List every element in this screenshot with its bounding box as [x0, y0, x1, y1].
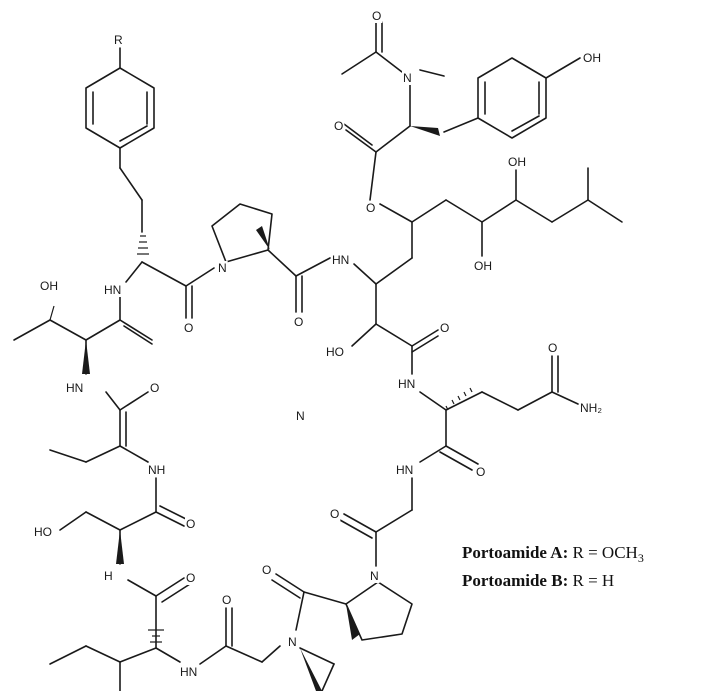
- atom-labels: R OH O N O O OH OH OH HN N O O HN HO O H…: [33, 9, 604, 679]
- ring-amide-nh-label: N: [296, 409, 305, 423]
- atom-label-background: [365, 201, 377, 215]
- glutamine-side-oxygen-label: O: [548, 341, 557, 355]
- r-label: R: [114, 33, 123, 47]
- atom-label-background: [325, 345, 345, 359]
- compound-caption: Portoamide A: R = OCH3 Portoamide B: R =…: [462, 543, 644, 590]
- threonine-amide-oxygen-label: O: [150, 381, 159, 395]
- atom-label-background: [287, 635, 298, 649]
- atom-label-background: [185, 517, 197, 531]
- atom-label-background: [579, 401, 604, 415]
- caption-a-name: Portoamide A:: [462, 543, 568, 562]
- bond-network: [13, 21, 623, 691]
- atom-label-background: [333, 119, 345, 133]
- atom-label-background: [369, 569, 380, 583]
- stereo-bonds: [49, 126, 473, 691]
- isoleucine-nh-label: HN: [180, 665, 197, 679]
- atom-label-background: [331, 253, 351, 267]
- glutamine-carbonyl-oxygen-label: O: [476, 465, 485, 479]
- glutamine-nh2-label: NH₂: [580, 401, 602, 415]
- atom-label-background: [183, 321, 195, 335]
- atom-label-background: [295, 409, 306, 423]
- serine-nh-label: H: [104, 569, 113, 583]
- atom-label-background: [103, 283, 123, 297]
- proline-1-carbonyl-oxygen-label: O: [184, 321, 193, 335]
- caption-line-a: Portoamide A: R = OCH3: [462, 543, 644, 565]
- ester-carbonyl-oxygen-label: O: [334, 119, 343, 133]
- atom-label-background: [147, 463, 167, 477]
- atom-label-background: [582, 51, 602, 65]
- side-chain-hydroxyl-1-label: OH: [508, 155, 526, 169]
- caption-a-subscript: 3: [638, 551, 644, 565]
- ring-hydroxyl-label: HO: [326, 345, 344, 359]
- atom-label-background: [402, 71, 413, 85]
- atom-label-background: [179, 665, 199, 679]
- atom-label-background: [103, 569, 114, 583]
- atom-label-background: [371, 9, 383, 23]
- atom-label-background: [475, 465, 487, 479]
- atom-label-background: [397, 377, 417, 391]
- atom-label-background: [185, 571, 197, 585]
- glycine-nh-label: HN: [396, 463, 413, 477]
- atom-label-background: [221, 593, 233, 607]
- glutamine-nh-label: HN: [398, 377, 415, 391]
- atom-label-background: [33, 525, 53, 539]
- atom-label-background: [217, 261, 228, 275]
- atom-label-background: [65, 381, 85, 395]
- glycine-carbonyl-oxygen-label: O: [330, 507, 339, 521]
- atom-label-background: [293, 315, 305, 329]
- caption-line-b: Portoamide B: R = H: [462, 571, 614, 590]
- atom-label-background: [329, 507, 341, 521]
- threonine-hydroxyl-label: OH: [40, 279, 58, 293]
- n-methyl-nitrogen-label: N: [403, 71, 412, 85]
- proline-1-nitrogen-label: N: [218, 261, 227, 275]
- amide-nh-1-label: HN: [104, 283, 121, 297]
- atom-label-background: [507, 155, 527, 169]
- proline-2-carbonyl-oxygen-label: O: [222, 593, 231, 607]
- isoleucine-carbonyl-oxygen-label: O: [186, 571, 195, 585]
- atom-label-background: [261, 563, 273, 577]
- serine-hydroxyl-label: HO: [34, 525, 52, 539]
- serine-carbonyl-oxygen-label: O: [186, 517, 195, 531]
- atom-label-background: [395, 463, 415, 477]
- atom-label-background: [473, 259, 493, 273]
- acetyl-oxygen-label: O: [372, 9, 381, 23]
- caption-a-formula: R = OCH: [568, 543, 638, 562]
- proline-3-carbonyl-oxygen-label: O: [262, 563, 271, 577]
- caption-b-name: Portoamide B:: [462, 571, 568, 590]
- atom-label-background: [149, 381, 161, 395]
- ring-amide-oxygen-label: O: [440, 321, 449, 335]
- proline-1-amide-oxygen-label: O: [294, 315, 303, 329]
- atom-label-background: [113, 33, 124, 47]
- dehydrobutyrine-nh-label: NH: [148, 463, 165, 477]
- side-chain-hydroxyl-2-label: OH: [474, 259, 492, 273]
- threonine-nh-label: HN: [66, 381, 83, 395]
- atom-label-background: [39, 279, 59, 293]
- proline-3-nitrogen-label: N: [370, 569, 379, 583]
- ester-oxygen-label: O: [366, 201, 375, 215]
- amide-nh-2-label: HN: [332, 253, 349, 267]
- tyrosine-hydroxyl-label: OH: [583, 51, 601, 65]
- proline-2-nitrogen-label: N: [288, 635, 297, 649]
- atom-label-background: [547, 341, 559, 355]
- caption-b-formula: R = H: [568, 571, 614, 590]
- atom-label-background: [439, 321, 451, 335]
